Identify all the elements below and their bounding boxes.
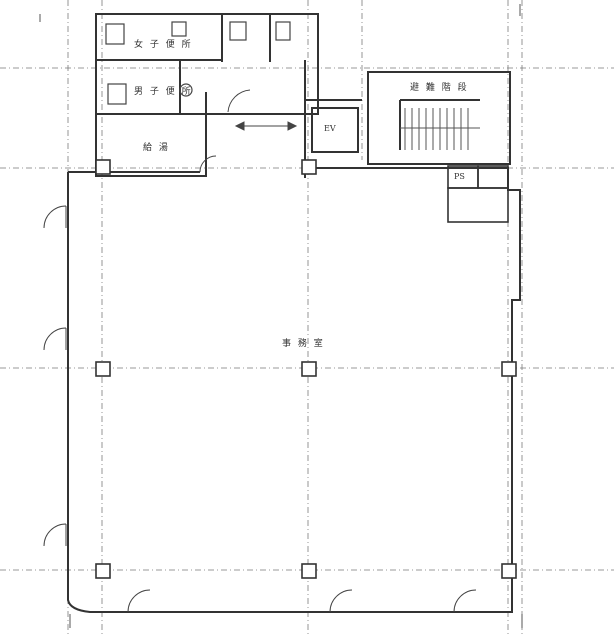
hall-door-arcs bbox=[227, 89, 298, 131]
label-stair: 避 難 階 段 bbox=[410, 83, 469, 93]
label-kitchen: 給 湯 bbox=[143, 143, 170, 153]
toilet-fixtures bbox=[105, 21, 291, 105]
label-toilet-2: 男 子 便 所 bbox=[134, 87, 193, 97]
label-ps: PS bbox=[454, 172, 465, 181]
label-toilet-1: 女 子 便 所 bbox=[134, 40, 193, 50]
door-swings bbox=[43, 155, 477, 613]
stair-treads bbox=[400, 108, 480, 150]
service-core bbox=[95, 13, 362, 178]
stair-core bbox=[367, 71, 511, 165]
columns bbox=[95, 159, 517, 579]
label-elevator: EV bbox=[324, 124, 336, 133]
office-walls bbox=[67, 167, 521, 613]
label-office: 事 務 室 bbox=[282, 339, 325, 349]
dimension-ticks bbox=[39, 4, 523, 628]
